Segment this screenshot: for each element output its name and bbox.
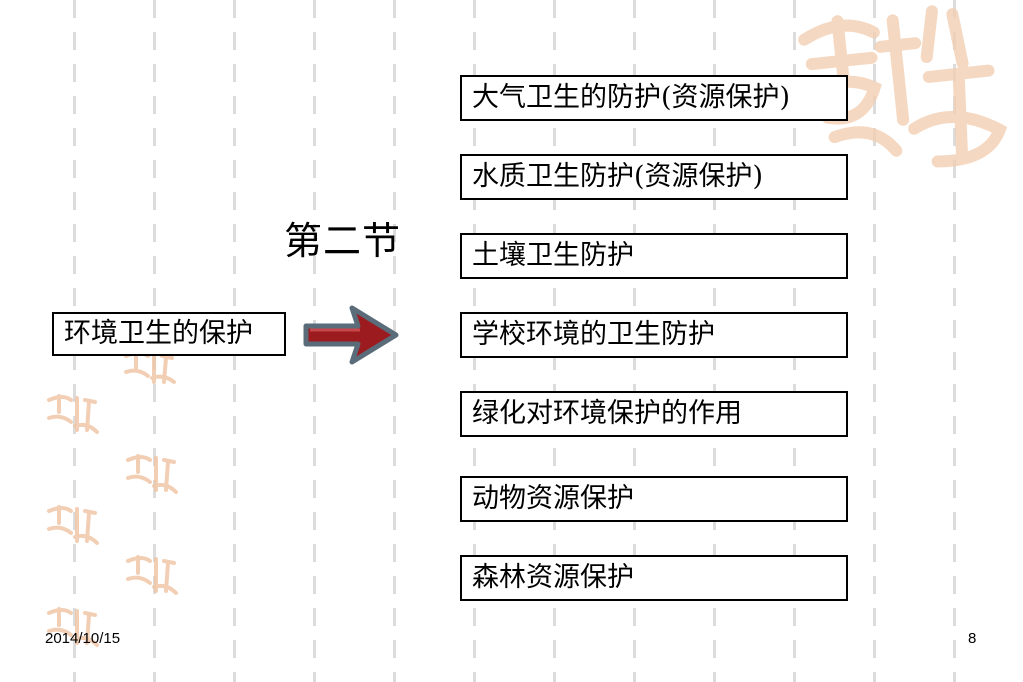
slide-title: 第二节 <box>284 219 402 263</box>
auspicious-seal-icon <box>124 452 184 502</box>
subtopic-box: 动物资源保护 <box>460 476 848 522</box>
subtopic-box: 水质卫生防护(资源保护) <box>460 154 848 200</box>
subtopic-box: 大气卫生的防护(资源保护) <box>460 75 848 121</box>
auspicious-seal-icon <box>124 553 184 603</box>
right-arrow-icon <box>300 300 400 370</box>
main-topic-box: 环境卫生的保护 <box>52 312 286 356</box>
footer-date: 2014/10/15 <box>45 630 121 647</box>
subtopic-box: 森林资源保护 <box>460 555 848 601</box>
subtopic-box: 土壤卫生防护 <box>460 233 848 279</box>
auspicious-seal-icon <box>45 605 105 655</box>
auspicious-seal-icon <box>45 392 105 442</box>
auspicious-seal-icon <box>781 0 1019 191</box>
page-number: 8 <box>968 630 977 647</box>
subtopic-box: 学校环境的卫生防护 <box>460 312 848 358</box>
auspicious-seal-icon <box>45 503 105 553</box>
subtopic-box: 绿化对环境保护的作用 <box>460 391 848 437</box>
